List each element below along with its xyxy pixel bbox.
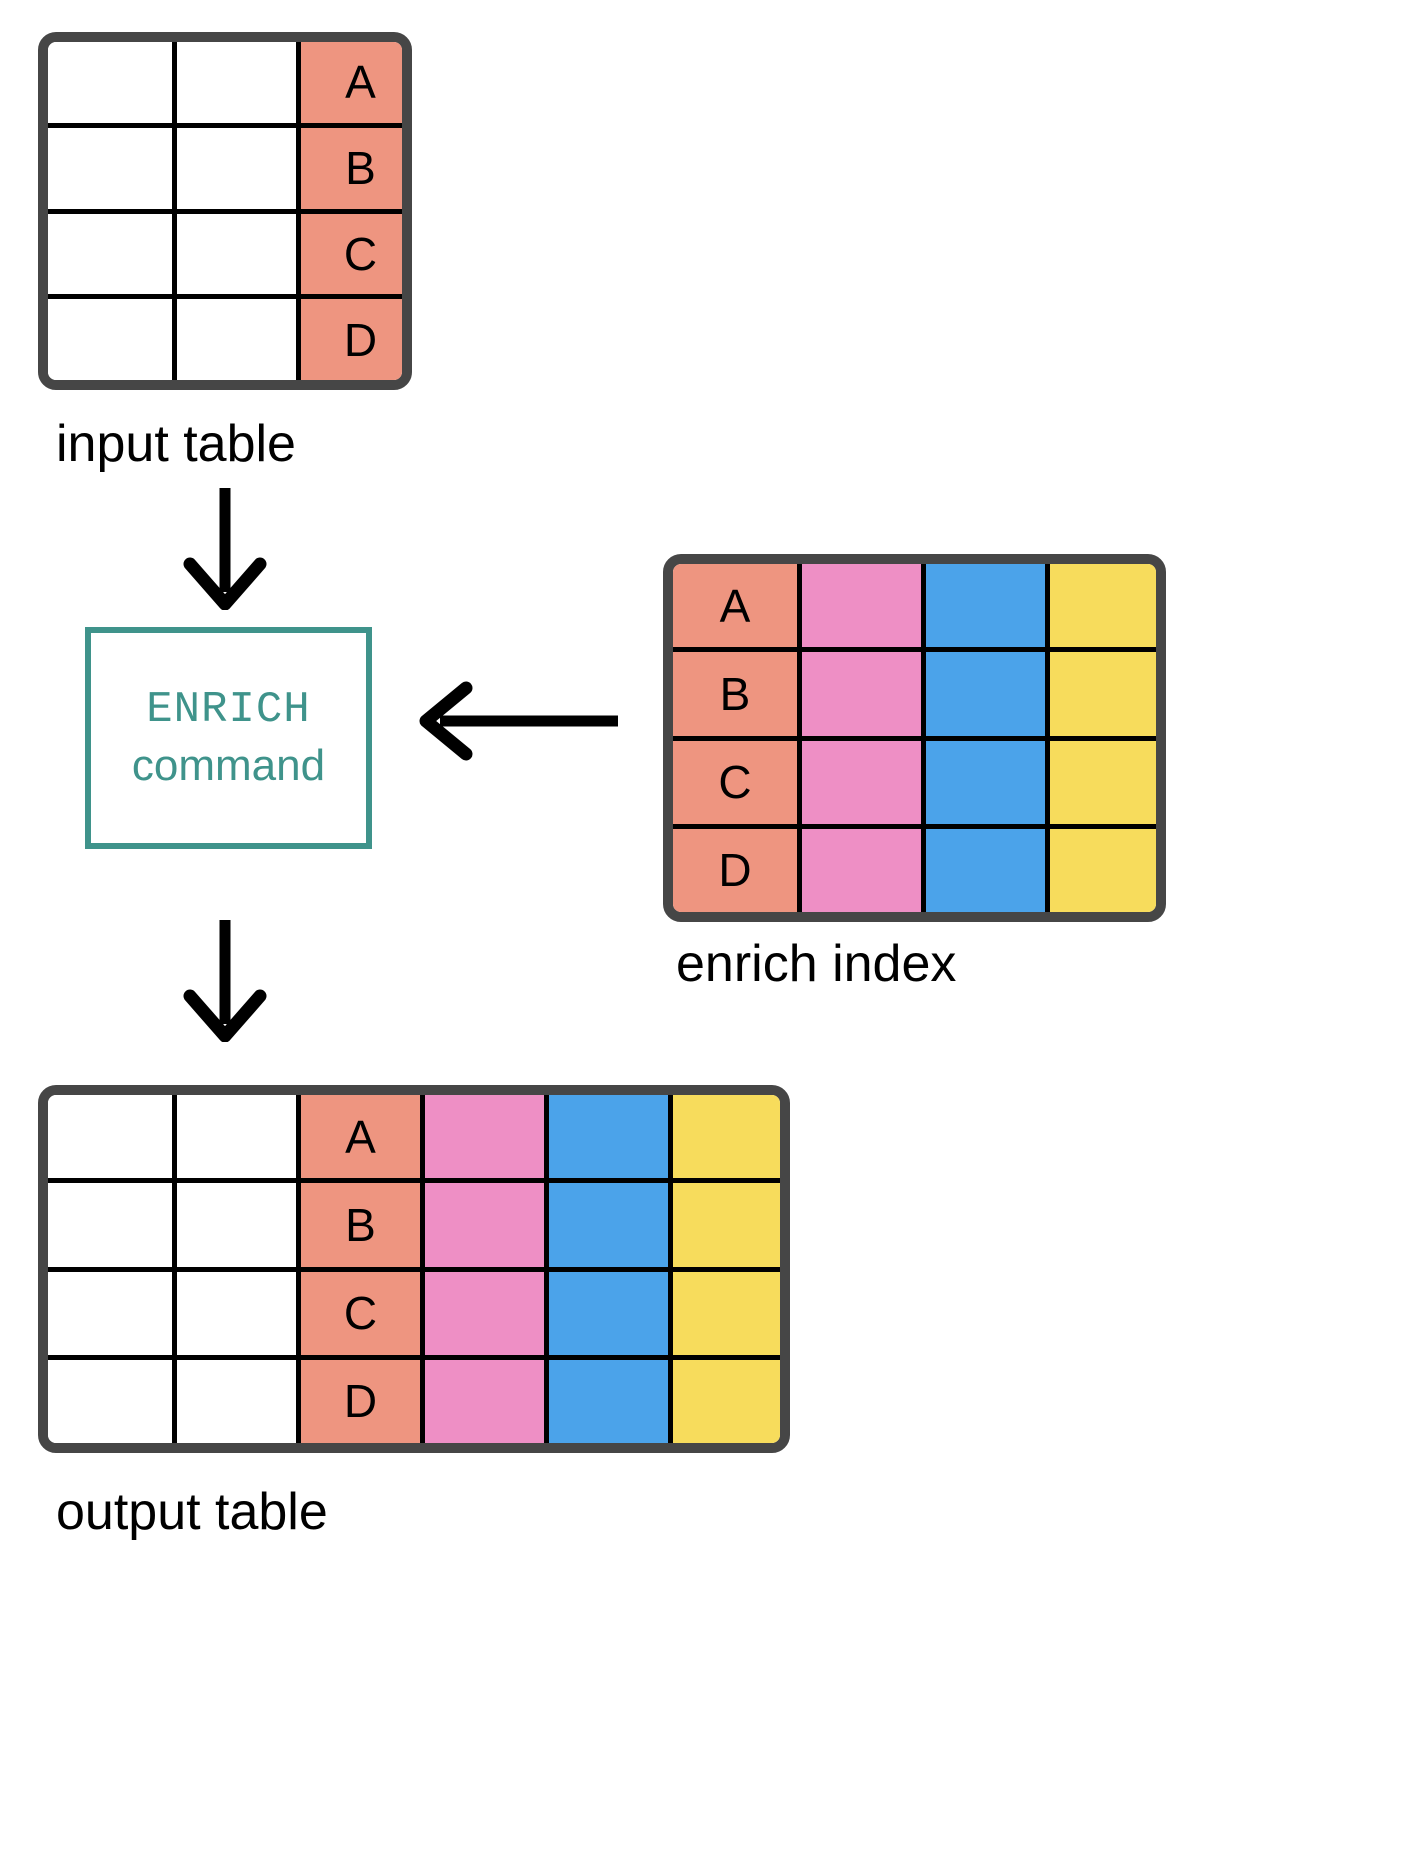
table-row: A bbox=[673, 564, 1156, 648]
enrich-command-box[interactable]: ENRICH command bbox=[85, 627, 372, 849]
table-cell-key: B bbox=[296, 127, 402, 209]
table-cell bbox=[48, 1271, 172, 1355]
table-cell bbox=[172, 1271, 296, 1355]
table-cell-key: C bbox=[296, 1271, 420, 1355]
table-cell bbox=[921, 828, 1045, 912]
table-cell-key: B bbox=[296, 1183, 420, 1267]
table-row: A bbox=[48, 42, 402, 123]
table-cell bbox=[172, 1359, 296, 1443]
table-cell bbox=[797, 828, 921, 912]
table-cell bbox=[420, 1183, 544, 1267]
table-cell-key: D bbox=[296, 1359, 420, 1443]
table-cell bbox=[1045, 828, 1156, 912]
arrow-down-icon bbox=[170, 920, 280, 1043]
table-cell bbox=[668, 1095, 780, 1179]
table-cell-key: C bbox=[673, 740, 797, 824]
table-row: C bbox=[48, 208, 402, 295]
table-cell bbox=[172, 42, 296, 123]
table-cell bbox=[1045, 564, 1156, 648]
table-cell bbox=[921, 740, 1045, 824]
arrow-left-icon bbox=[418, 678, 618, 764]
table-cell-key: A bbox=[296, 42, 402, 123]
table-cell-key: D bbox=[296, 299, 402, 380]
table-cell bbox=[48, 42, 172, 123]
enrich-command-keyword: ENRICH bbox=[146, 685, 311, 735]
table-row: D bbox=[48, 1354, 780, 1443]
enrich-index-caption: enrich index bbox=[676, 935, 957, 993]
table-row: C bbox=[673, 735, 1156, 824]
table-row: B bbox=[48, 1178, 780, 1267]
input-table-caption: input table bbox=[56, 415, 296, 473]
arrow-down-icon bbox=[170, 488, 280, 611]
table-row: B bbox=[673, 647, 1156, 736]
table-cell bbox=[544, 1183, 668, 1267]
table-cell-key: C bbox=[296, 213, 402, 295]
table-cell bbox=[48, 127, 172, 209]
table-cell bbox=[797, 564, 921, 648]
table-cell bbox=[172, 1183, 296, 1267]
table-cell bbox=[420, 1271, 544, 1355]
table-cell bbox=[544, 1095, 668, 1179]
table-cell bbox=[48, 299, 172, 380]
table-cell bbox=[172, 127, 296, 209]
table-cell bbox=[544, 1359, 668, 1443]
output-table-caption: output table bbox=[56, 1483, 328, 1541]
table-cell bbox=[668, 1183, 780, 1267]
table-cell bbox=[48, 213, 172, 295]
table-cell bbox=[797, 652, 921, 736]
table-cell bbox=[420, 1095, 544, 1179]
table-cell bbox=[797, 740, 921, 824]
table-cell bbox=[48, 1095, 172, 1179]
table-cell-key: A bbox=[673, 564, 797, 648]
table-cell bbox=[544, 1271, 668, 1355]
table-cell bbox=[420, 1359, 544, 1443]
table-cell bbox=[172, 213, 296, 295]
table-cell bbox=[668, 1359, 780, 1443]
table-cell bbox=[921, 564, 1045, 648]
table-cell bbox=[48, 1183, 172, 1267]
table-cell-key: B bbox=[673, 652, 797, 736]
table-cell bbox=[921, 652, 1045, 736]
table-row: D bbox=[673, 823, 1156, 912]
table-cell bbox=[1045, 652, 1156, 736]
enrich-command-label: command bbox=[131, 741, 326, 790]
table-cell bbox=[1045, 740, 1156, 824]
table-row: D bbox=[48, 294, 402, 380]
table-row: B bbox=[48, 122, 402, 209]
table-cell-key: A bbox=[296, 1095, 420, 1179]
table-row: A bbox=[48, 1095, 780, 1179]
table-cell bbox=[668, 1271, 780, 1355]
table-cell-key: D bbox=[673, 828, 797, 912]
table-cell bbox=[48, 1359, 172, 1443]
table-cell bbox=[172, 1095, 296, 1179]
table-cell bbox=[172, 299, 296, 380]
table-row: C bbox=[48, 1266, 780, 1355]
